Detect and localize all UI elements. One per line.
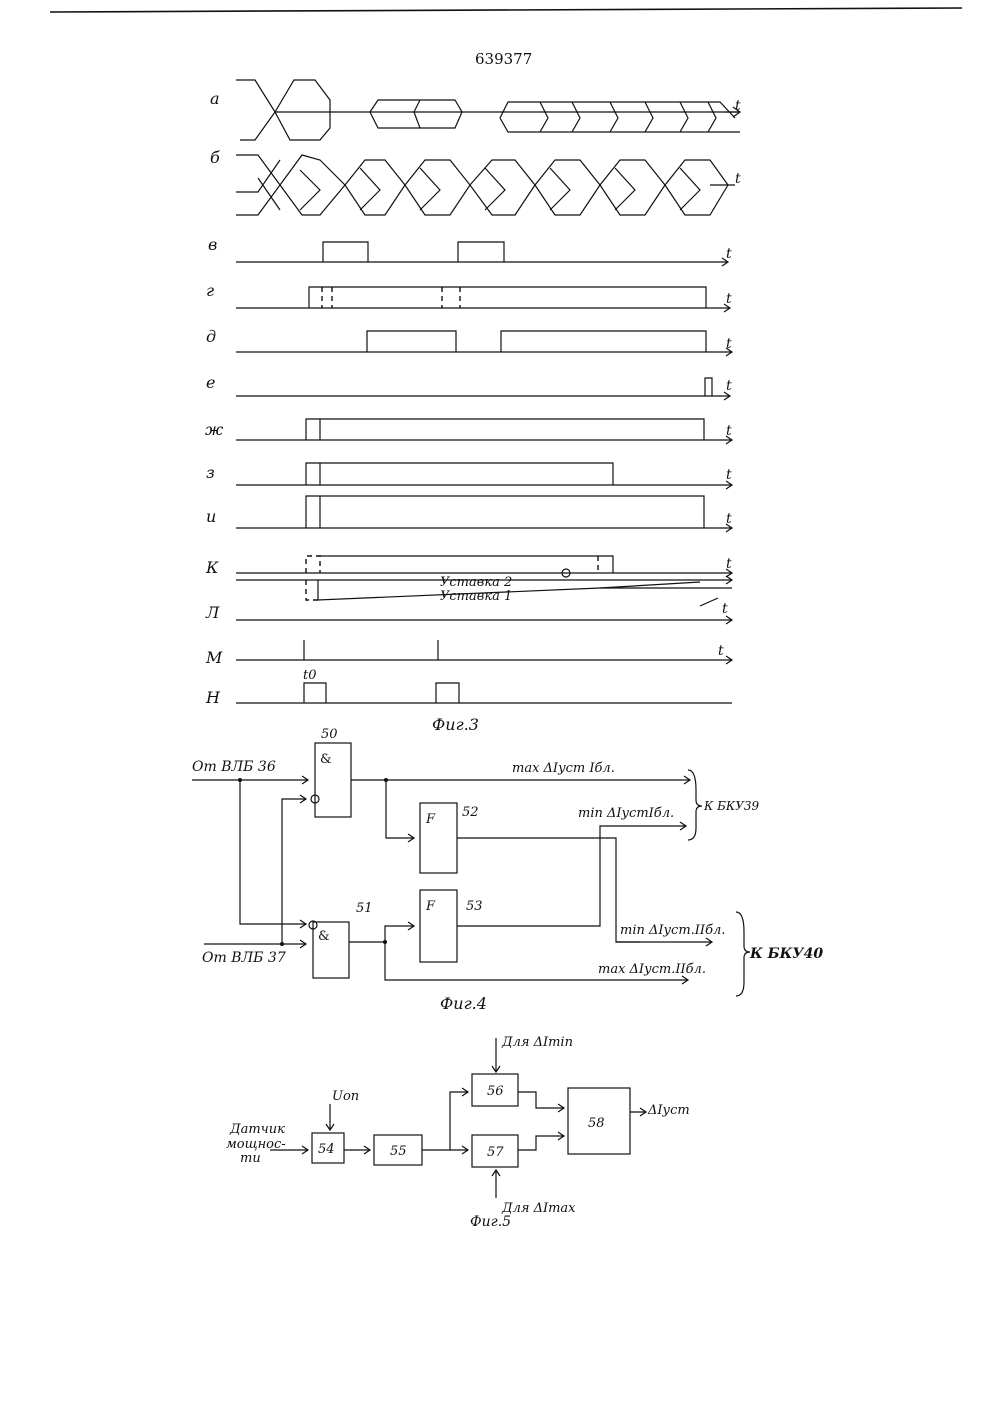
input-vlb36-label: От ВЛБ 36 bbox=[192, 759, 276, 775]
out-max-2-label: max ΔIуст.IIбл. bbox=[598, 962, 706, 977]
fig5-caption: Фиг.5 bbox=[470, 1214, 511, 1230]
waveform-m: t bbox=[236, 640, 732, 664]
block-54-label: 54 bbox=[318, 1142, 335, 1157]
brace-2 bbox=[736, 912, 750, 996]
block-51-number: 51 bbox=[356, 901, 373, 916]
fig5-block-diagram: Датчик мощнос- ти Uоп 54 55 Для ΔImin 56… bbox=[226, 1035, 690, 1230]
row-label-zh: ж bbox=[205, 420, 224, 439]
time-label-zh: t bbox=[726, 423, 732, 439]
dest-1-label: К БКУ39 bbox=[703, 799, 760, 813]
waveform-e: t bbox=[236, 378, 732, 400]
junction-2 bbox=[280, 942, 284, 946]
page-number: 639377 bbox=[475, 50, 532, 68]
out-max-1-label: max ΔIуст Iбл. bbox=[512, 761, 615, 776]
row-label-z: з bbox=[206, 463, 215, 482]
for-min-arrow bbox=[492, 1038, 500, 1072]
sensor-label-line1: Датчик bbox=[229, 1122, 285, 1137]
wire-in37 bbox=[204, 940, 306, 948]
dest-2-label: К БКУ40 bbox=[749, 946, 823, 962]
time-label-d: t bbox=[726, 336, 732, 352]
output-arrow bbox=[630, 1108, 646, 1116]
waveform-k: t Уставка 2 Уставка 1 bbox=[236, 556, 732, 604]
wire-to-53 bbox=[385, 922, 414, 942]
row-label-l: Л bbox=[205, 603, 220, 622]
time-label-a: t bbox=[735, 98, 741, 114]
block-50-number: 50 bbox=[321, 727, 338, 742]
input-vlb37-label: От ВЛБ 37 bbox=[202, 950, 286, 966]
waveform-i: t bbox=[236, 496, 732, 532]
time-label-b: t bbox=[735, 171, 741, 187]
row-label-d: д bbox=[206, 327, 216, 346]
time-label-e: t bbox=[726, 378, 732, 394]
time-label-m: t bbox=[718, 643, 724, 659]
block-57-label: 57 bbox=[487, 1145, 504, 1160]
row-label-v: в bbox=[208, 235, 217, 254]
time-label-g: t bbox=[726, 291, 732, 307]
row-label-m: М bbox=[205, 648, 223, 667]
u-ref-label: Uоп bbox=[332, 1089, 359, 1104]
block-55-label: 55 bbox=[390, 1144, 407, 1159]
fig3-timing-diagram: а б в г д е ж з и К Л М Н t bbox=[205, 80, 741, 734]
waveform-n: t0 bbox=[236, 668, 732, 703]
arrow-55-57 bbox=[450, 1146, 468, 1154]
row-label-g: г bbox=[206, 281, 214, 300]
block-53-number: 53 bbox=[466, 899, 483, 914]
row-label-b: б bbox=[210, 148, 220, 167]
for-max-arrow bbox=[492, 1170, 500, 1198]
fig4-logic-schematic: От ВЛБ 36 От ВЛБ 37 & 50 & 51 F 52 F 53 bbox=[192, 727, 823, 1013]
f-block-52-symbol: F bbox=[425, 812, 436, 827]
for-min-label: Для ΔImin bbox=[501, 1035, 573, 1050]
row-label-n: Н bbox=[205, 688, 221, 707]
u-ref-arrow bbox=[326, 1104, 334, 1130]
wire-in36-to-51 bbox=[240, 780, 306, 928]
fig3-caption: Фиг.3 bbox=[432, 715, 479, 734]
waveform-v: t bbox=[236, 242, 732, 266]
wire-out50-max bbox=[351, 776, 690, 784]
block-52-number: 52 bbox=[462, 805, 479, 820]
arrow-55-56 bbox=[422, 1088, 468, 1150]
time-label-z: t bbox=[726, 467, 732, 483]
fig4-caption: Фиг.4 bbox=[440, 994, 487, 1013]
row-label-i: и bbox=[206, 507, 216, 526]
t0-label: t0 bbox=[303, 668, 317, 683]
row-label-e: е bbox=[206, 373, 215, 392]
top-border-line bbox=[50, 8, 962, 12]
f-block-53-symbol: F bbox=[425, 899, 436, 914]
block-58-label: 58 bbox=[588, 1116, 605, 1131]
waveform-z: t bbox=[236, 463, 732, 489]
setpoint-2-label: Уставка 2 bbox=[440, 575, 512, 590]
arrow-56-58 bbox=[518, 1092, 564, 1112]
wire-min2-out bbox=[616, 938, 712, 946]
waveform-b: t bbox=[236, 155, 741, 215]
out-min-1-label: min ΔIустIбл. bbox=[578, 806, 674, 821]
waveform-a: t bbox=[236, 80, 741, 140]
block-56-label: 56 bbox=[487, 1084, 504, 1099]
junction-1 bbox=[238, 778, 242, 782]
for-max-label: Для ΔImax bbox=[501, 1201, 576, 1216]
wire-in36 bbox=[192, 776, 308, 784]
row-label-k: К bbox=[205, 558, 219, 577]
wire-to-52 bbox=[386, 780, 414, 842]
time-label-i: t bbox=[726, 511, 732, 527]
time-label-v: t bbox=[726, 246, 732, 262]
sensor-label-line3: ти bbox=[240, 1151, 261, 1166]
arrow-54-55 bbox=[344, 1146, 370, 1154]
time-label-k: t bbox=[726, 556, 732, 572]
and-gate-51-symbol: & bbox=[318, 929, 330, 944]
output-label: ΔIуст bbox=[647, 1103, 690, 1118]
waveform-d: t bbox=[236, 331, 732, 356]
and-gate-50-symbol: & bbox=[320, 752, 332, 767]
time-label-l: t bbox=[722, 601, 728, 617]
waveform-zh: t bbox=[236, 419, 732, 444]
row-label-a: а bbox=[210, 89, 220, 108]
waveform-g: t bbox=[236, 287, 732, 312]
setpoint-1-label: Уставка 1 bbox=[440, 589, 512, 604]
arrow-57-58 bbox=[518, 1132, 564, 1150]
out-min-2-label: min ΔIуст.IIбл. bbox=[620, 923, 725, 938]
